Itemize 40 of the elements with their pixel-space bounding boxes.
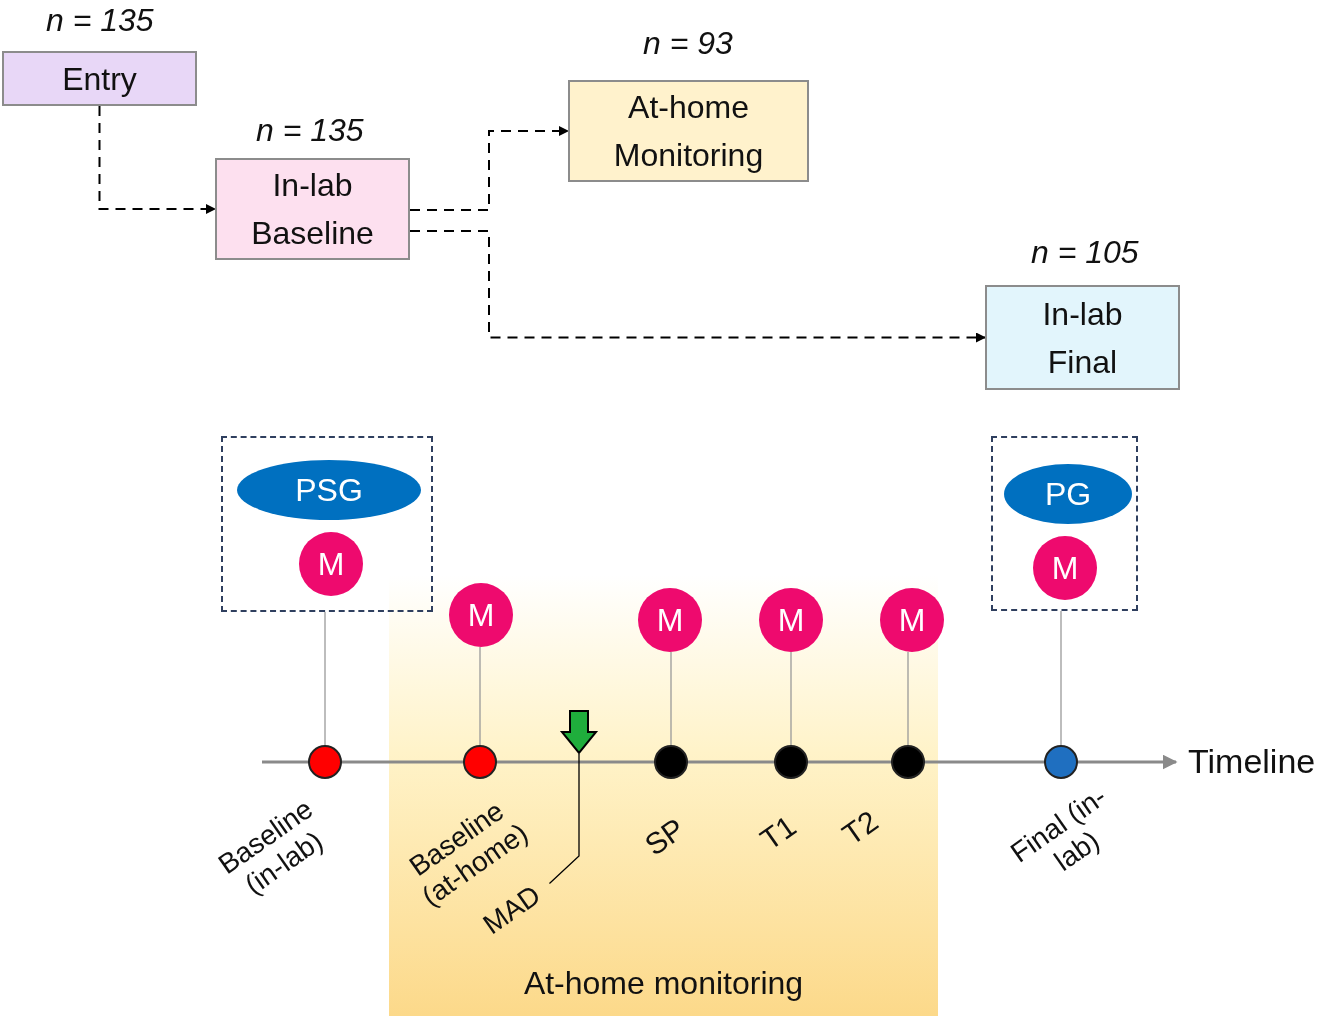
process-box: Entry	[2, 51, 197, 106]
sample-size-label: n = 93	[643, 24, 733, 62]
timeline-dot	[1044, 745, 1078, 779]
connector-line	[670, 651, 672, 746]
measurement-circle: M	[880, 588, 944, 652]
timepoint-label: SP	[638, 811, 692, 863]
leader-line	[548, 753, 580, 885]
timeline-dot	[654, 745, 688, 779]
connector-line	[324, 611, 326, 746]
timeline-dot	[774, 745, 808, 779]
sample-size-label: n = 105	[1031, 233, 1139, 271]
sample-size-label: n = 135	[256, 111, 364, 149]
band-label: At-home monitoring	[522, 965, 805, 1002]
timeline-dot	[308, 745, 342, 779]
dashed-arrow	[409, 126, 569, 211]
timepoint-label: T1	[753, 808, 803, 857]
measurement-circle: M	[449, 583, 513, 647]
dashed-arrow	[409, 230, 986, 343]
process-box: In-lab Final	[985, 285, 1180, 390]
sample-size-label: n = 135	[46, 1, 154, 39]
connector-line	[790, 651, 792, 746]
dashed-group-box	[991, 436, 1138, 611]
process-box: In-lab Baseline	[215, 158, 410, 260]
down-arrow-icon	[561, 710, 597, 754]
timepoint-label: T2	[835, 803, 885, 852]
timeline-dot	[463, 745, 497, 779]
test-ellipse: PG	[1004, 464, 1132, 524]
measurement-circle: M	[638, 588, 702, 652]
test-ellipse: PSG	[237, 460, 421, 520]
timeline-dot	[891, 745, 925, 779]
axis-label: Timeline	[1188, 742, 1316, 782]
process-box: At-home Monitoring	[568, 80, 809, 182]
measurement-circle: M	[1033, 536, 1097, 600]
connector-line	[479, 646, 481, 746]
measurement-circle: M	[759, 588, 823, 652]
dashed-group-box	[221, 436, 433, 612]
connector-line	[907, 651, 909, 746]
measurement-circle: M	[299, 532, 363, 596]
dashed-arrow	[98, 105, 216, 214]
connector-line	[1060, 610, 1062, 746]
